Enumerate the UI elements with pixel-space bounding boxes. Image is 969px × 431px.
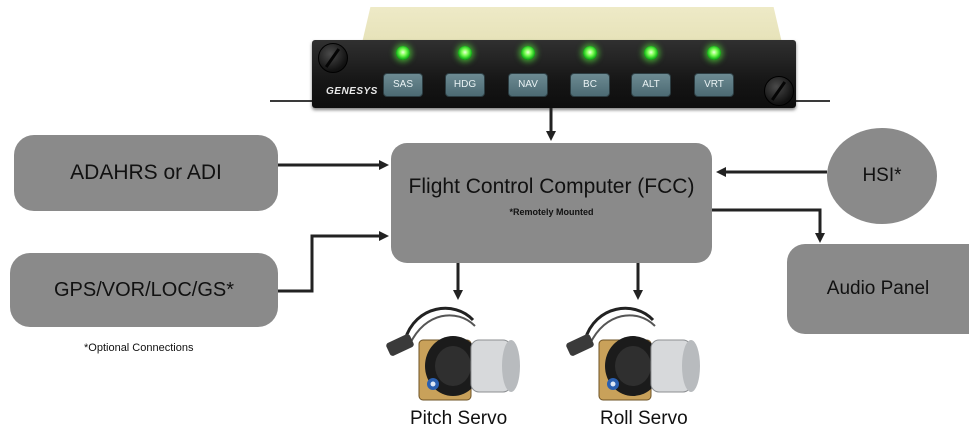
- fcc-title: Flight Control Computer (FCC): [408, 175, 695, 198]
- mode-button-group-bc: BC: [570, 46, 610, 104]
- fcc-subtitle: *Remotely Mounted: [509, 207, 594, 217]
- mode-button-group-alt: ALT: [631, 46, 671, 104]
- left-knob-icon: [318, 43, 348, 73]
- pitch-servo-icon: [386, 306, 520, 401]
- roll-servo-icon: [566, 306, 700, 401]
- audio-panel-block: Audio Panel: [787, 244, 969, 334]
- mode-button-hdg: HDG: [445, 73, 485, 97]
- mode-button-alt: ALT: [631, 73, 671, 97]
- pitch-servo-label: Pitch Servo: [410, 408, 508, 429]
- hsi-block: HSI*: [827, 128, 937, 224]
- led-indicator-icon: [396, 46, 410, 60]
- brand-logo: GENESYS: [326, 86, 378, 97]
- adahrs-label: ADAHRS or ADI: [70, 161, 222, 184]
- led-indicator-icon: [707, 46, 721, 60]
- hsi-label: HSI*: [862, 165, 902, 186]
- audio-panel-label: Audio Panel: [826, 278, 930, 299]
- mode-button-group-hdg: HDG: [445, 46, 485, 104]
- roll-servo-label: Roll Servo: [600, 408, 688, 429]
- led-indicator-icon: [521, 46, 535, 60]
- adahrs-block: ADAHRS or ADI: [14, 135, 278, 211]
- mode-button-sas: SAS: [383, 73, 423, 97]
- mode-button-group-sas: SAS: [383, 46, 423, 104]
- mode-button-bc: BC: [570, 73, 610, 97]
- led-indicator-icon: [644, 46, 658, 60]
- fcc-block: Flight Control Computer (FCC) *Remotely …: [391, 143, 712, 263]
- mode-button-vrt: VRT: [694, 73, 734, 97]
- mode-button-group-nav: NAV: [508, 46, 548, 104]
- control-head-top-face: [362, 7, 782, 43]
- optional-connections-note: *Optional Connections: [84, 342, 194, 354]
- wire-gps-to-fcc: [278, 231, 389, 293]
- gps-block: GPS/VOR/LOC/GS*: [10, 253, 278, 327]
- gps-label: GPS/VOR/LOC/GS*: [53, 278, 235, 301]
- right-knob-icon: [764, 76, 794, 106]
- autopilot-control-head: GENESYS SAS HDG NAV BC ALT VRT: [312, 40, 796, 108]
- wire-fcc-to-audio: [712, 208, 825, 243]
- led-indicator-icon: [583, 46, 597, 60]
- led-indicator-icon: [458, 46, 472, 60]
- mode-button-nav: NAV: [508, 73, 548, 97]
- mode-button-group-vrt: VRT: [694, 46, 734, 104]
